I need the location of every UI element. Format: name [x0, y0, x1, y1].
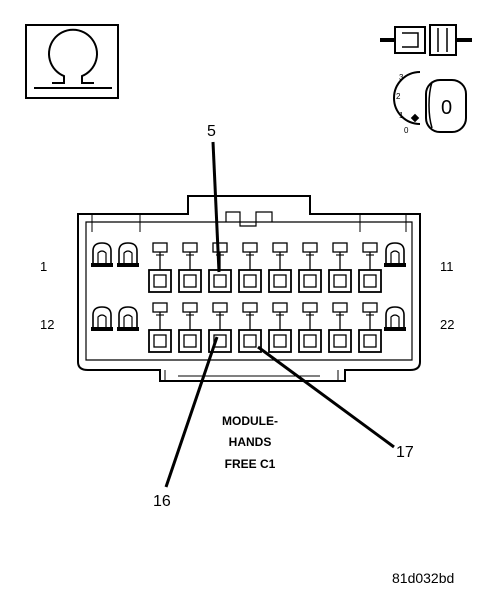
- pin-latch-1: [91, 242, 113, 267]
- callout-label-5: 5: [207, 123, 216, 140]
- ignition-key-label: 0: [441, 97, 452, 119]
- key-position-label-2: 2: [396, 92, 401, 101]
- pin-cavity-top-9: [328, 242, 352, 293]
- pin-cavity-bottom-20: [328, 302, 352, 353]
- pin-latch-right-top: [384, 242, 406, 267]
- pin-end-label-bottom-left: 12: [40, 317, 54, 332]
- connector-name: MODULE- HANDS FREE C1: [222, 414, 278, 471]
- pin-cavities: [91, 242, 406, 353]
- pin-cavity-top-8: [298, 242, 322, 293]
- callout-line-17: [257, 345, 395, 449]
- pin-end-label-top-right: 11: [440, 259, 454, 274]
- pin-latch-2: [117, 242, 139, 267]
- pin-cavity-top-4: [178, 242, 202, 293]
- pin-cavity-bottom-19: [298, 302, 322, 353]
- pin-cavity-bottom-17: [238, 302, 262, 353]
- pin-cavity-top-3: [148, 242, 172, 293]
- pin-cavity-bottom-14: [148, 302, 172, 353]
- pin-cavity-top-7: [268, 242, 292, 293]
- connector-name-line-1: MODULE-: [222, 414, 278, 428]
- ohm-icon: [25, 24, 119, 99]
- pin-cavity-bottom-21: [358, 302, 382, 353]
- callout-label-16: 16: [153, 493, 171, 510]
- connector-name-line-2: HANDS: [229, 435, 272, 449]
- figure-code: 81d032bd: [392, 570, 454, 586]
- pin-cavity-top-5: [208, 242, 232, 293]
- connector-name-line-3: FREE C1: [225, 457, 276, 471]
- callout-line-5: [211, 141, 221, 273]
- callout-label-17: 17: [396, 444, 414, 461]
- ignition-key-icon: 3 2 1 0 0: [393, 71, 467, 135]
- key-position-label-0: 0: [404, 126, 409, 135]
- pin-latch-right-bottom: [384, 306, 406, 331]
- unplugged-connector-icon: [380, 24, 472, 56]
- key-position-label-1: 1: [399, 111, 404, 120]
- pin-cavity-bottom-18: [268, 302, 292, 353]
- pin-latch-13: [117, 306, 139, 331]
- key-position-label-3: 3: [399, 73, 404, 82]
- pin-latch-12: [91, 306, 113, 331]
- pin-cavity-top-6: [238, 242, 262, 293]
- pin-end-label-bottom-right: 22: [440, 317, 454, 332]
- pin-cavity-bottom-15: [178, 302, 202, 353]
- pin-end-label-top-left: 1: [40, 259, 47, 274]
- pin-cavity-top-10: [358, 242, 382, 293]
- callout-line-16: [164, 336, 219, 488]
